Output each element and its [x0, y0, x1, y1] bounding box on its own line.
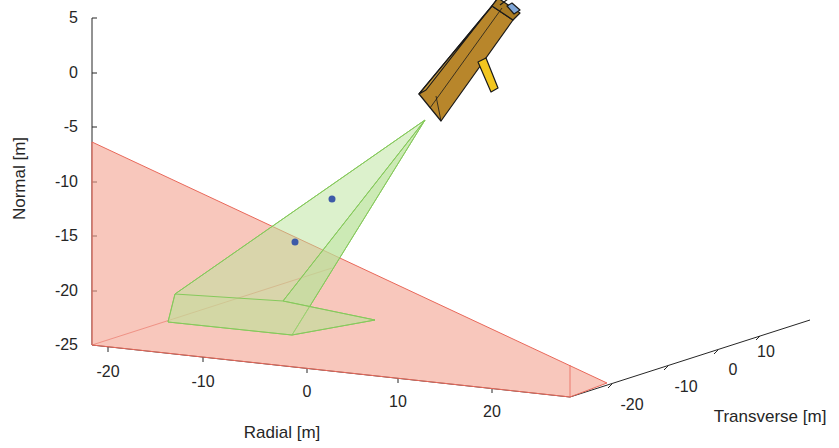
tick-label: -20: [96, 364, 119, 380]
tick-label: 10: [389, 394, 407, 410]
tick-label: 0: [303, 384, 312, 400]
tick-label: 20: [483, 404, 501, 420]
tick-label: 5: [69, 10, 78, 26]
axis-title: Transverse [m]: [714, 408, 827, 425]
tick-label: -25: [55, 337, 78, 353]
tick-label: -20: [620, 397, 643, 413]
tick-label: -20: [55, 283, 78, 299]
tick-label: -15: [55, 228, 78, 244]
tick-label: -5: [64, 119, 78, 135]
axis-title: Radial [m]: [244, 424, 321, 441]
axis-title: Normal [m]: [12, 136, 29, 219]
view-cone: [168, 120, 425, 335]
tick-label: 0: [729, 362, 738, 378]
point-marker: [292, 239, 299, 246]
tick-label: -10: [674, 379, 697, 395]
tick-label: 10: [757, 344, 775, 360]
satellite: [419, 0, 520, 121]
tick-label: -10: [55, 174, 78, 190]
tick-label: 0: [69, 65, 78, 81]
tick-label: -10: [191, 374, 214, 390]
point-marker: [329, 196, 336, 203]
